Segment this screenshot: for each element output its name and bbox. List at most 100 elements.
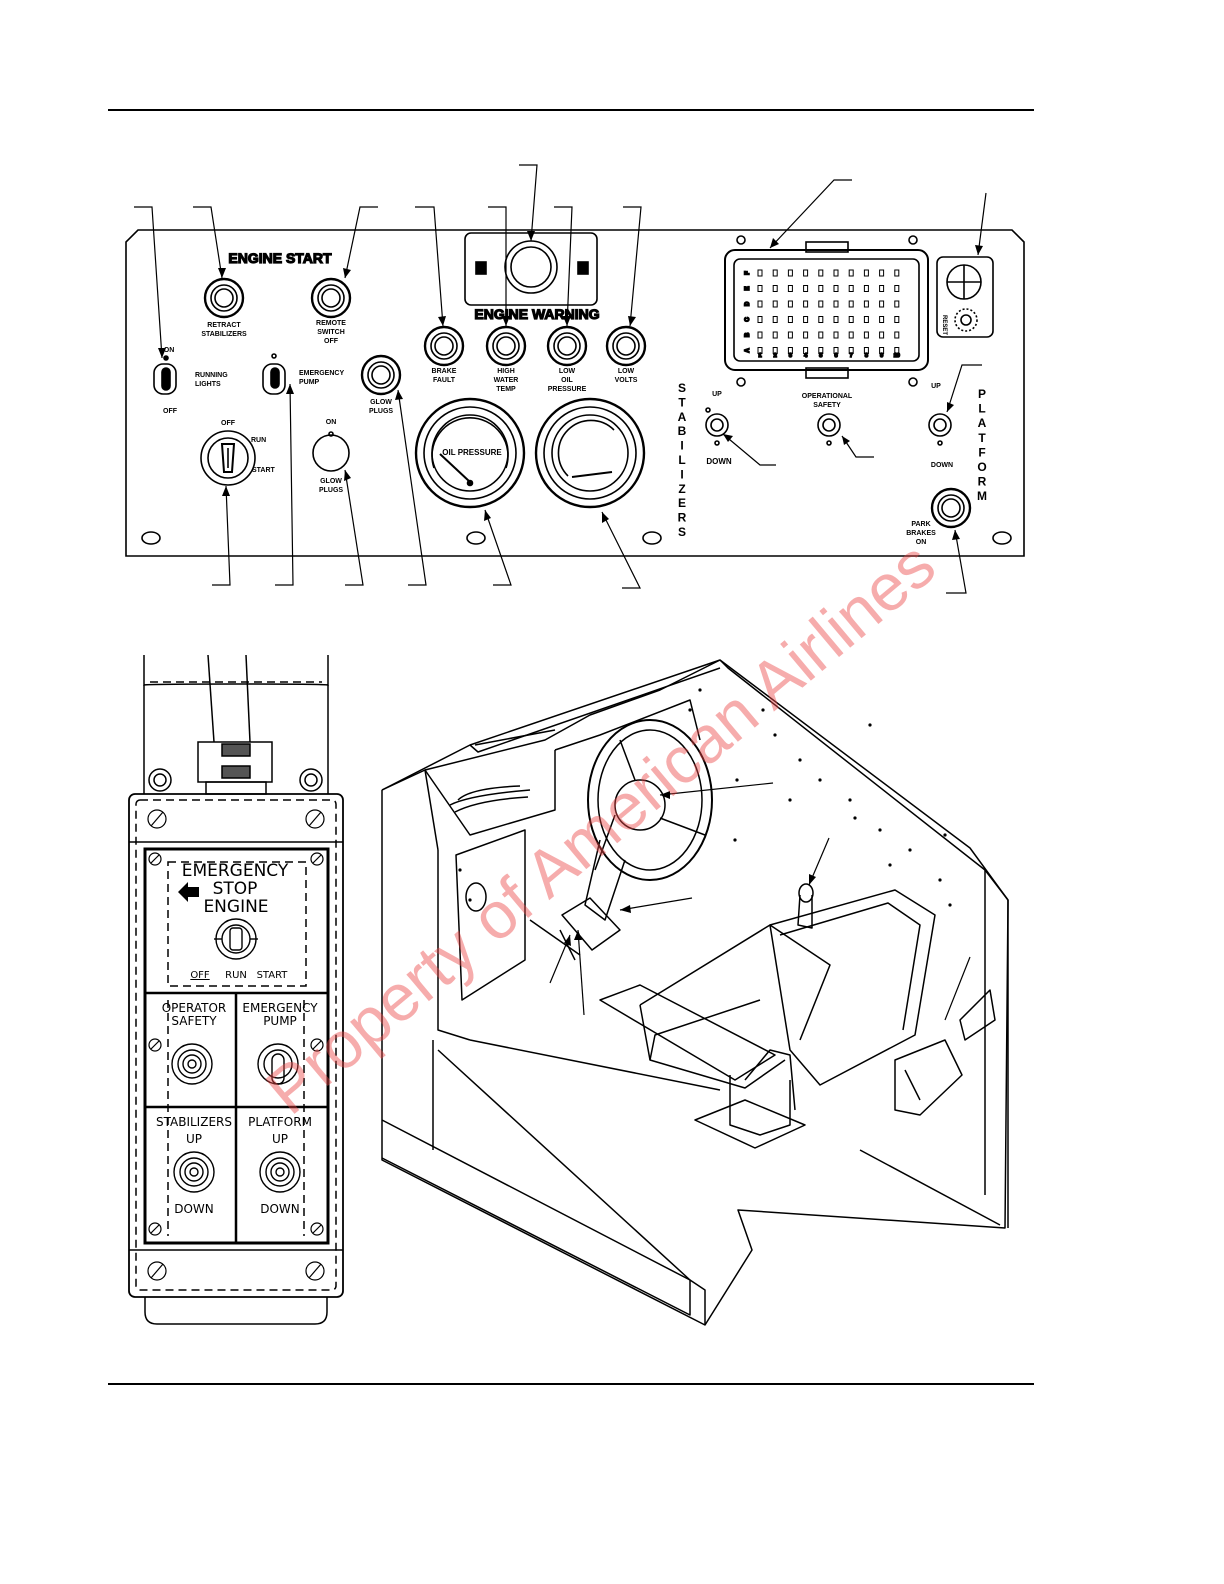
platform-letter: R bbox=[978, 475, 987, 489]
glow-plugs-light-label: GLOW PLUGS bbox=[369, 399, 393, 415]
glow-plugs-switch-label: GLOW PLUGS bbox=[319, 478, 343, 494]
connector-pin bbox=[818, 316, 824, 323]
svg-text:BRAKE: BRAKE bbox=[432, 368, 457, 375]
remote-platform-up-label: UP bbox=[272, 1132, 288, 1146]
platform-letter: P bbox=[978, 387, 986, 401]
connector-pin bbox=[848, 316, 854, 323]
connector-pin bbox=[848, 331, 854, 339]
stabilizers-letter: I bbox=[680, 439, 683, 453]
svg-text:OPERATIONAL: OPERATIONAL bbox=[802, 393, 853, 400]
remote-off-label: OFF bbox=[190, 970, 210, 981]
connector-col-label: 2 bbox=[774, 353, 777, 359]
svg-text:OFF: OFF bbox=[324, 338, 339, 345]
svg-text:PARK: PARK bbox=[911, 521, 930, 528]
svg-text:LOW: LOW bbox=[618, 368, 635, 375]
platform-letter: L bbox=[978, 402, 985, 416]
connector-col-label: 6 bbox=[834, 353, 837, 359]
running-lights-toggle[interactable] bbox=[153, 355, 177, 395]
emergency-pump-toggle[interactable] bbox=[262, 353, 286, 395]
stabilizers-letter: E bbox=[678, 496, 686, 510]
connector-col-label: 4 bbox=[804, 353, 808, 359]
svg-text:OPERATOR: OPERATOR bbox=[162, 1001, 227, 1015]
key-start-label: START bbox=[252, 467, 276, 474]
breaker-reset-label: RESET bbox=[941, 315, 947, 335]
remote-platform-switch[interactable] bbox=[259, 1151, 301, 1193]
remote-stabilizers-label: STABILIZERS bbox=[156, 1115, 232, 1129]
connector-pin bbox=[803, 285, 809, 292]
svg-text:EMERGENCY: EMERGENCY bbox=[242, 1001, 318, 1015]
stabilizers-letter: S bbox=[678, 381, 686, 395]
remote-stabilizers-switch[interactable] bbox=[173, 1151, 215, 1193]
platform-vertical-label: PLATFORM bbox=[977, 387, 987, 503]
connector-pin bbox=[879, 300, 885, 308]
connector-pin bbox=[787, 316, 793, 323]
stabilizers-up-label: UP bbox=[712, 391, 722, 398]
platform-down-label: DOWN bbox=[931, 462, 953, 469]
connector-pin bbox=[894, 316, 900, 323]
circuit-breaker[interactable] bbox=[936, 256, 994, 338]
connector-pin bbox=[848, 347, 854, 354]
panel-callout-leaders bbox=[134, 164, 987, 594]
remote-emergency-pump-toggle[interactable] bbox=[257, 1043, 299, 1085]
stabilizers-letter: R bbox=[678, 511, 687, 525]
svg-text:LIGHTS: LIGHTS bbox=[195, 381, 221, 388]
running-lights-off-label: OFF bbox=[163, 408, 178, 415]
connector-pin bbox=[848, 300, 854, 308]
emergency-pump-label: EMERGENCY PUMP bbox=[299, 370, 344, 386]
connector-pin bbox=[833, 316, 839, 323]
connector-pin bbox=[833, 347, 839, 354]
ignition-key-switch[interactable] bbox=[200, 430, 256, 486]
running-lights-on-label: ON bbox=[164, 347, 175, 354]
low-volts-light bbox=[605, 325, 647, 367]
glow-plugs-on-label: ON bbox=[326, 419, 337, 426]
svg-text:WATER: WATER bbox=[494, 377, 519, 384]
connector-pin bbox=[848, 269, 854, 277]
remote-start-label: START bbox=[257, 970, 289, 981]
park-brakes-label: PARK BRAKES ON bbox=[906, 521, 936, 546]
glow-plugs-light bbox=[360, 354, 402, 396]
remote-run-label: RUN bbox=[225, 970, 247, 981]
connector-pin bbox=[818, 269, 824, 277]
svg-text:ON: ON bbox=[916, 539, 927, 546]
platform-switch[interactable] bbox=[928, 413, 952, 446]
glow-plugs-button[interactable] bbox=[312, 431, 350, 472]
remote-operator-safety-label: OPERATOR SAFETY bbox=[162, 1001, 227, 1028]
connector-pin bbox=[863, 316, 869, 323]
remote-engine-key-switch[interactable] bbox=[214, 918, 258, 960]
connector-col-label: 9 bbox=[880, 353, 883, 359]
connector-pin bbox=[879, 316, 885, 323]
svg-text:PUMP: PUMP bbox=[263, 1014, 297, 1028]
connector-pin bbox=[818, 285, 824, 292]
connector-pin bbox=[787, 347, 793, 354]
remote-operator-safety-switch[interactable] bbox=[171, 1043, 213, 1085]
connector-pin bbox=[803, 347, 809, 354]
stabilizers-switch[interactable] bbox=[705, 407, 729, 446]
engine-warning-title: ENGINE WARNING bbox=[474, 306, 599, 322]
remote-switch-off-label: REMOTE SWITCH OFF bbox=[316, 320, 346, 345]
operational-safety-label: OPERATIONAL SAFETY bbox=[802, 393, 853, 409]
connector-pin bbox=[818, 300, 824, 308]
connector-pin bbox=[833, 300, 839, 308]
remote-stop-label: STOP bbox=[213, 879, 258, 899]
remote-stabilizers-up-label: UP bbox=[186, 1132, 202, 1146]
connector-pin bbox=[863, 347, 869, 354]
stabilizers-down-label: DOWN bbox=[706, 457, 732, 466]
platform-letter: F bbox=[978, 445, 985, 459]
high-water-temp-label: HIGH WATER TEMP bbox=[494, 368, 519, 393]
connector-pin bbox=[803, 269, 809, 277]
platform-up-label: UP bbox=[931, 383, 941, 390]
connector-pin bbox=[772, 300, 778, 308]
connector-pin bbox=[879, 269, 885, 277]
running-lights-label: RUNNING LIGHTS bbox=[195, 372, 228, 388]
connector-row-label: C bbox=[745, 317, 751, 322]
connector-pin bbox=[863, 331, 869, 339]
svg-text:PLUGS: PLUGS bbox=[319, 487, 343, 494]
connector-pin bbox=[894, 269, 900, 277]
low-volts-label: LOW VOLTS bbox=[615, 368, 638, 384]
connector-pin bbox=[894, 331, 900, 339]
operational-safety-switch[interactable] bbox=[817, 413, 841, 446]
oil-pressure-gauge bbox=[414, 397, 526, 509]
